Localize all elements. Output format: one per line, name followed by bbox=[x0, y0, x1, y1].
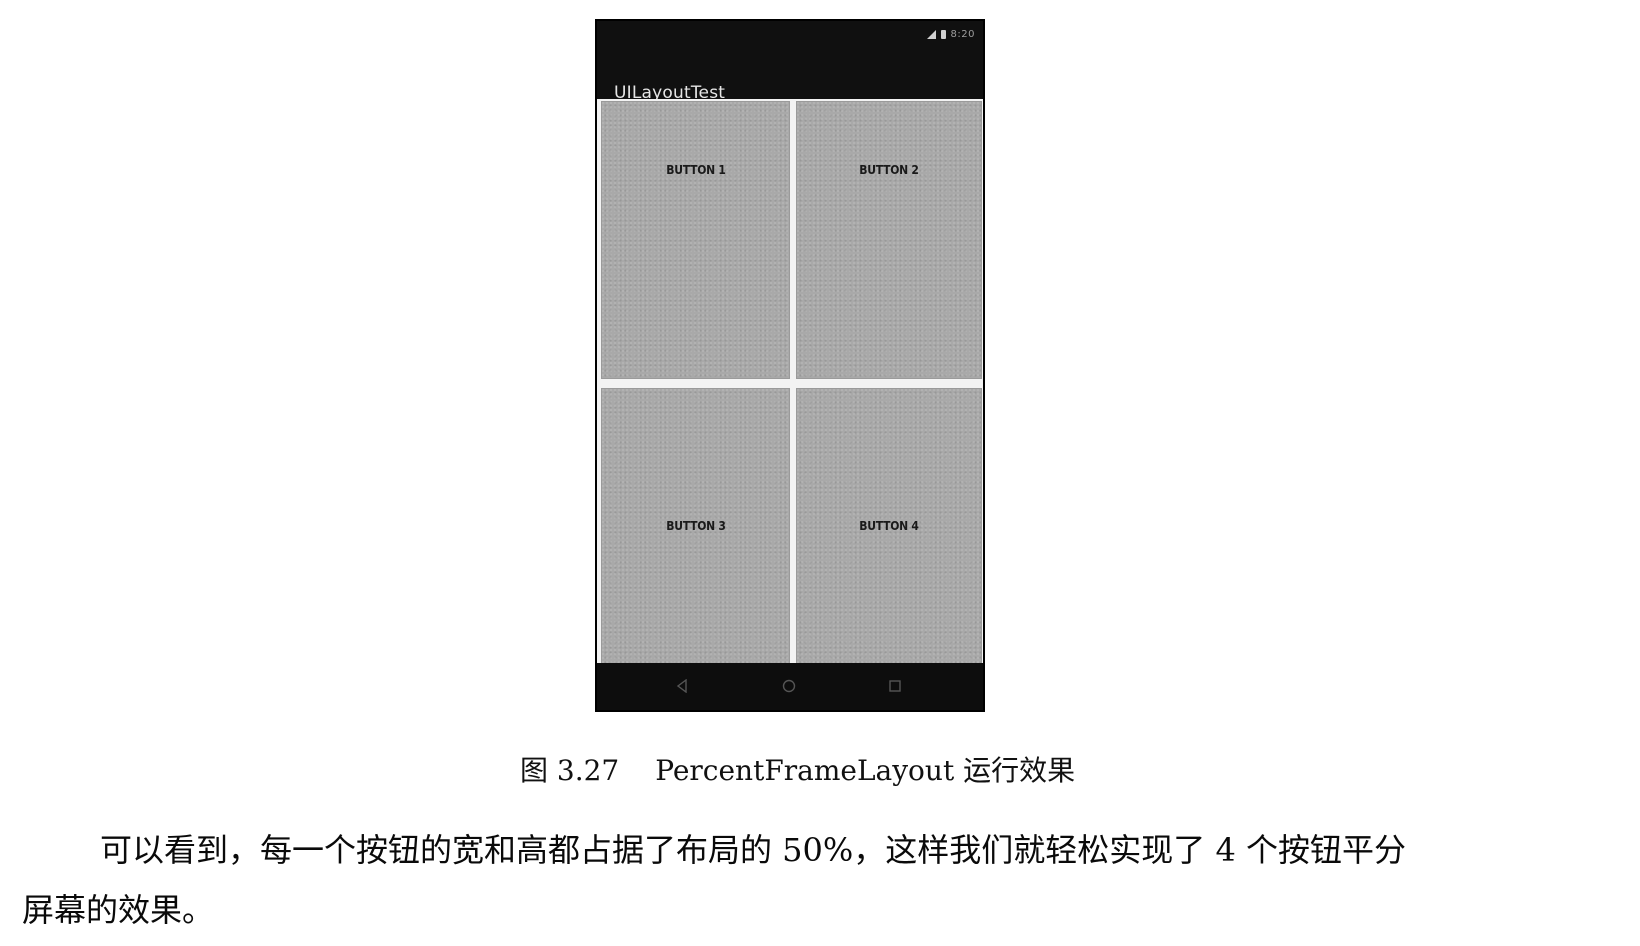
recent-apps-icon[interactable] bbox=[887, 678, 903, 694]
button-1-label: BUTTON 1 bbox=[665, 163, 726, 177]
button-3-label: BUTTON 3 bbox=[665, 518, 726, 533]
signal-icon bbox=[926, 30, 936, 39]
figure-caption: 图 3.27 PercentFrameLayout 运行效果 bbox=[520, 749, 1075, 789]
status-time: 8:20 bbox=[950, 29, 975, 40]
button-1[interactable]: BUTTON 1 bbox=[601, 101, 790, 379]
button-2[interactable]: BUTTON 2 bbox=[796, 101, 982, 379]
home-icon[interactable] bbox=[781, 678, 797, 694]
figure-number: 图 3.27 bbox=[520, 754, 620, 787]
button-3[interactable]: BUTTON 3 bbox=[601, 388, 790, 677]
paragraph-line-1: 可以看到，每一个按钮的宽和高都占据了布局的 50%，这样我们就轻松实现了 4 个… bbox=[100, 831, 1407, 869]
app-title: UILayoutTest bbox=[614, 83, 726, 103]
percent-frame-layout: BUTTON 1 BUTTON 2 BUTTON 3 BUTTON 4 bbox=[597, 99, 983, 683]
battery-icon bbox=[940, 30, 946, 39]
figure-caption-text: PercentFrameLayout 运行效果 bbox=[655, 754, 1076, 787]
body-paragraph: 可以看到，每一个按钮的宽和高都占据了布局的 50%，这样我们就轻松实现了 4 个… bbox=[22, 820, 1622, 940]
paragraph-line-2: 屏幕的效果。 bbox=[22, 891, 215, 929]
app-bar: UILayoutTest bbox=[597, 49, 983, 119]
back-icon[interactable] bbox=[674, 678, 690, 694]
button-4-label: BUTTON 4 bbox=[859, 518, 919, 533]
navigation-bar bbox=[597, 663, 983, 710]
status-bar: 8:20 bbox=[597, 21, 983, 49]
status-icons: 8:20 bbox=[926, 29, 975, 40]
button-4[interactable]: BUTTON 4 bbox=[796, 388, 982, 677]
phone-screenshot: 8:20 UILayoutTest BUTTON 1 BUTTON 2 BUTT… bbox=[595, 19, 985, 712]
button-2-label: BUTTON 2 bbox=[859, 163, 919, 177]
